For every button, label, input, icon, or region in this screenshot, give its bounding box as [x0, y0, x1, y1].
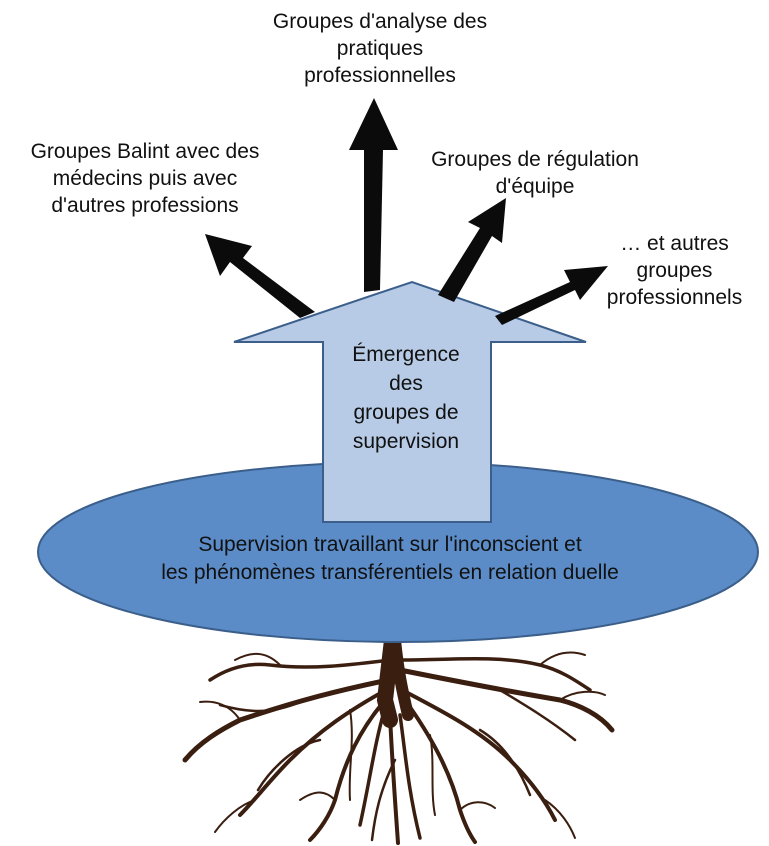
arrow-up-icon [349, 98, 398, 292]
arrow-up-left-icon [205, 234, 315, 318]
arrow-up-right-icon [438, 198, 506, 302]
arrow-right-icon [495, 266, 608, 325]
label-line: Groupes Balint avec des [30, 140, 260, 163]
label-line: professionnelles [304, 64, 456, 87]
label-line: Groupes de régulation [431, 148, 639, 171]
label-line: pratiques [336, 37, 424, 60]
label-line: Émergence [352, 343, 460, 366]
small-arrows [205, 98, 608, 325]
label-line: supervision [352, 430, 460, 453]
label-line: groupes de [353, 401, 459, 424]
label-analyse-pratiques: Groupes d'analyse des pratiques professi… [215, 8, 545, 89]
label-line: d'équipe [495, 175, 575, 198]
label-emergence-supervision: Émergence des groupes de supervision [318, 340, 494, 456]
label-line: groupes [636, 259, 713, 282]
label-line: Supervision travaillant sur l'inconscien… [198, 533, 582, 556]
label-line: des [389, 372, 423, 395]
label-line: d'autres professions [51, 194, 239, 217]
label-line: médecins puis avec [52, 167, 238, 190]
roots-illustration [182, 632, 615, 845]
label-line: les phénomènes transférentiels en relati… [161, 561, 619, 584]
label-supervision-inconscient: Supervision travaillant sur l'inconscien… [90, 531, 690, 587]
emergence-big-arrow [233, 280, 587, 523]
label-line: … et autres [620, 232, 729, 255]
label-autres-groupes: … et autres groupes professionnels [580, 230, 769, 311]
label-line: Groupes d'analyse des [272, 10, 488, 33]
label-line: professionnels [606, 286, 743, 309]
label-groupes-balint: Groupes Balint avec des médecins puis av… [0, 138, 290, 219]
label-regulation-equipe: Groupes de régulation d'équipe [410, 146, 660, 200]
